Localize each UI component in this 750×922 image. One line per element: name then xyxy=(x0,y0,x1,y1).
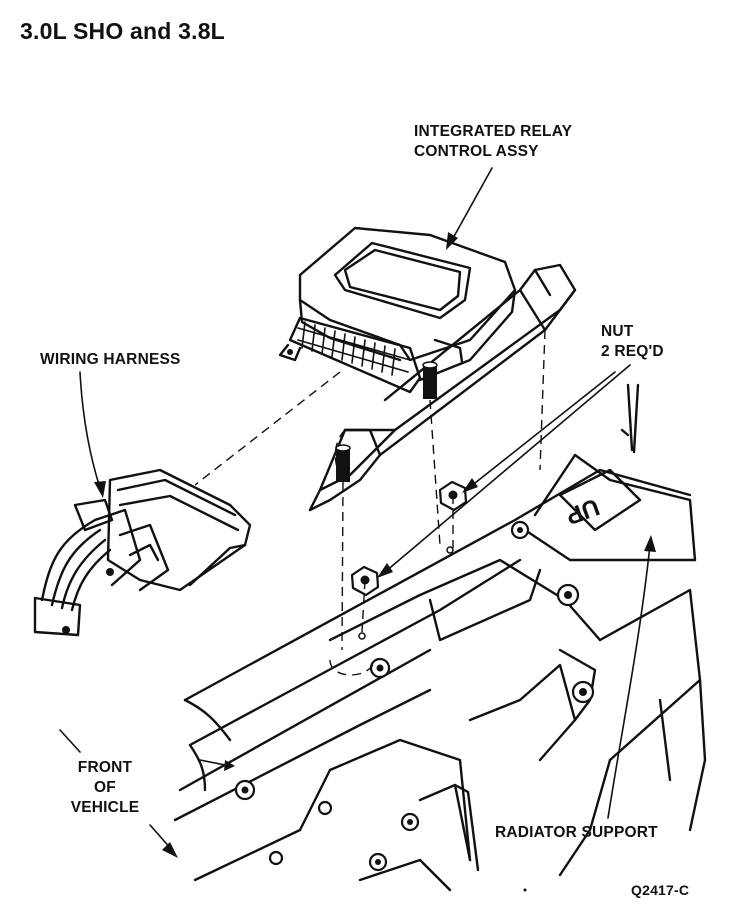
front-label-line1: FRONT xyxy=(77,759,133,776)
wiring-harness-connector xyxy=(33,468,252,637)
nut-arrowhead-upper-icon xyxy=(462,478,478,493)
harness-arrowhead-icon xyxy=(94,481,106,498)
relay-assembly-label: INTEGRATED RELAY CONTROL ASSY xyxy=(414,122,572,162)
nut-label: NUT 2 REQ'D xyxy=(601,322,664,362)
nut-label-line2: 2 REQ'D xyxy=(601,343,664,360)
figure-code: Q2417-C xyxy=(631,882,690,898)
wiring-harness-label: WIRING HARNESS xyxy=(40,351,181,368)
relay-label-line1: INTEGRATED RELAY xyxy=(414,123,573,140)
connector-pins xyxy=(301,321,396,376)
radiator-support-structure: UP xyxy=(173,453,707,892)
nut-callout-line-upper xyxy=(469,371,616,488)
front-label-line2: OF xyxy=(94,779,116,796)
page-title: 3.0L SHO and 3.8L xyxy=(20,18,225,44)
nut-callout-line-lower xyxy=(384,364,631,573)
harness-wires xyxy=(40,518,112,612)
alignment-dashes xyxy=(194,329,546,676)
nut-label-line1: NUT xyxy=(601,323,634,340)
front-of-vehicle-label: FRONT OF VEHICLE xyxy=(50,758,160,818)
relay-arrowhead-icon xyxy=(446,232,458,250)
support-fasteners xyxy=(234,520,595,872)
radiator-callout-line xyxy=(607,544,651,819)
callout-arrows xyxy=(59,167,656,858)
nut-arrowhead-lower-icon xyxy=(377,563,393,578)
mounting-bracket xyxy=(308,263,577,512)
front-arrowhead-icon xyxy=(162,842,178,858)
mounting-nuts xyxy=(350,480,468,640)
relay-label-line2: CONTROL ASSY xyxy=(414,143,539,160)
radiator-support-label: RADIATOR SUPPORT xyxy=(495,824,658,841)
relay-callout-line xyxy=(451,167,493,241)
front-label-line3: VEHICLE xyxy=(70,799,140,816)
front-arrow-tail xyxy=(59,729,81,753)
relay-control-module xyxy=(278,226,517,394)
harness-callout-line xyxy=(79,371,101,489)
up-stamp: UP xyxy=(562,493,603,530)
radiator-arrowhead-icon xyxy=(644,535,656,552)
